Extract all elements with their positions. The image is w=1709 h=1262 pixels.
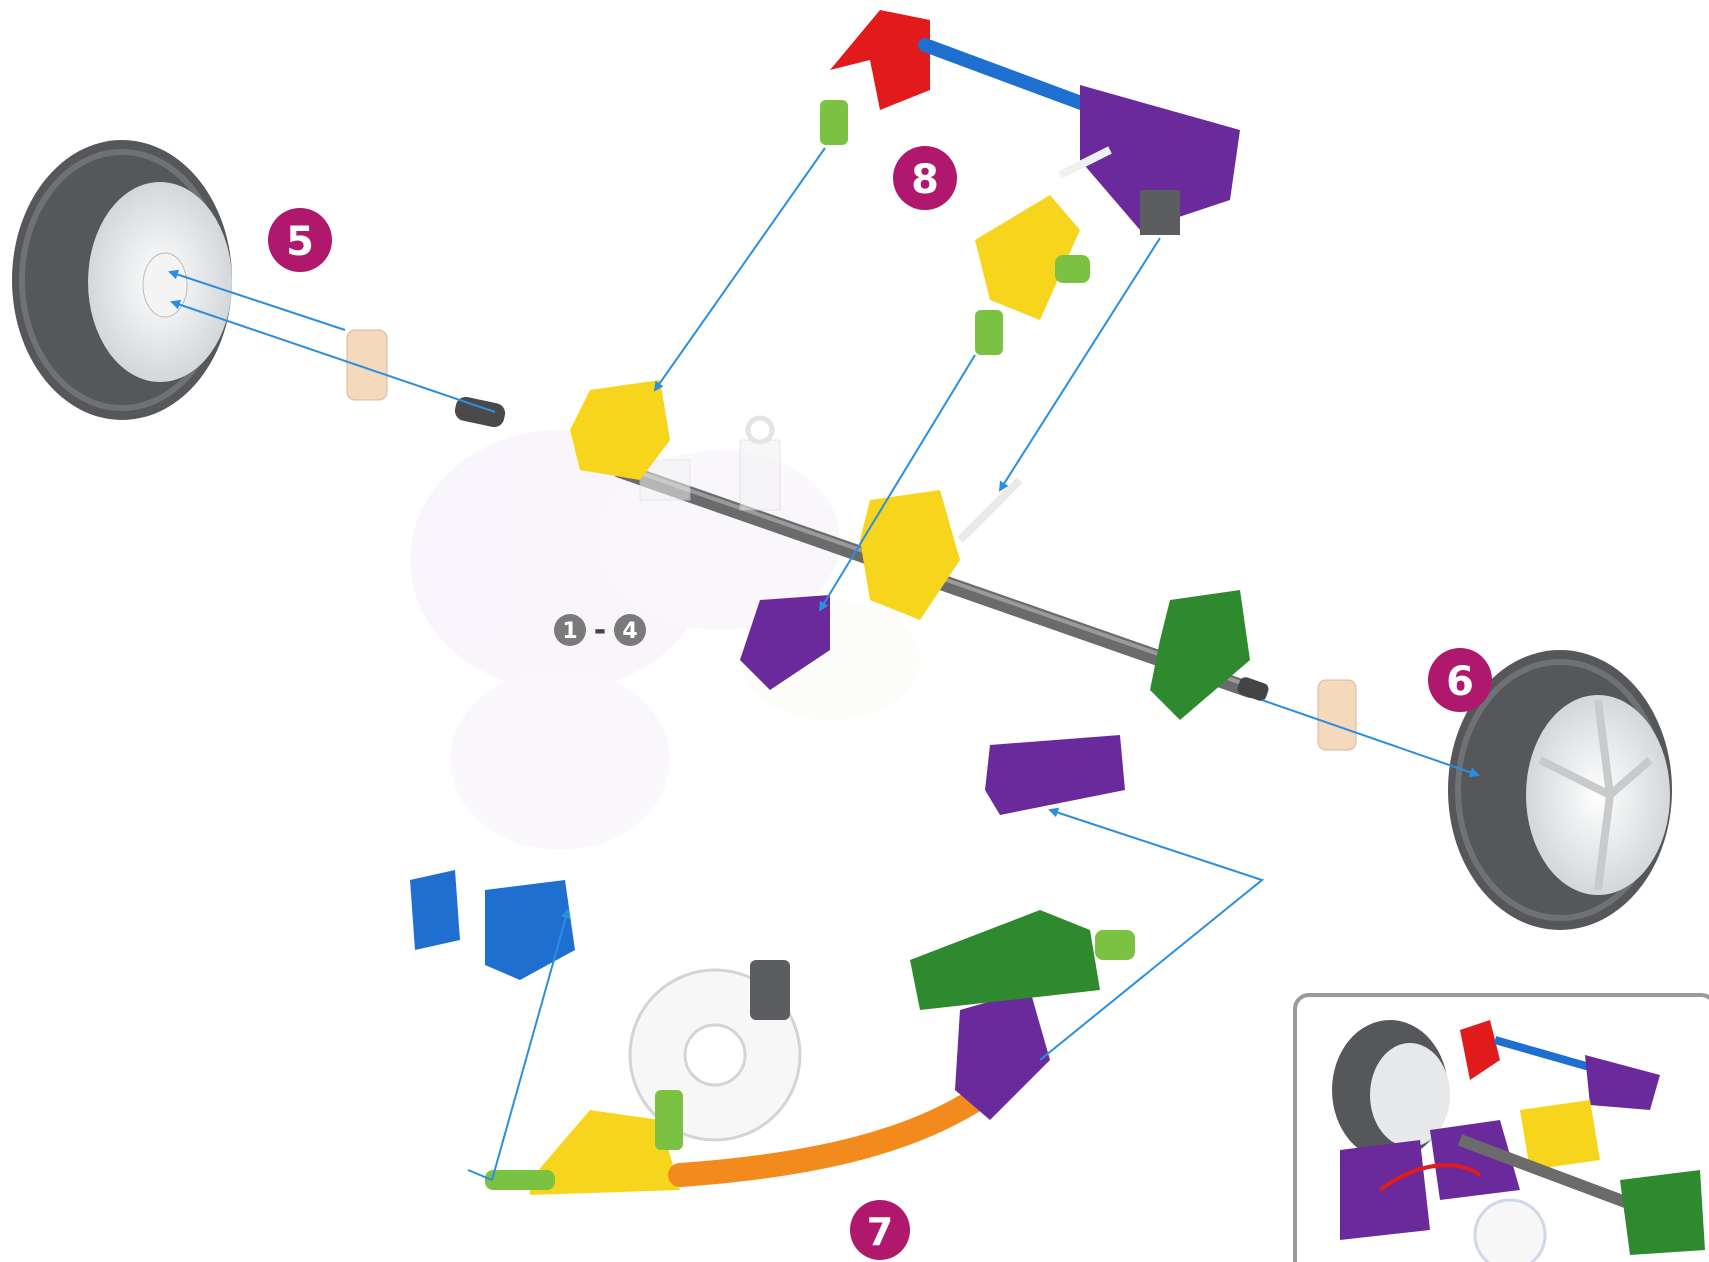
yellow-connector xyxy=(975,150,1110,355)
step-badge-5: 5 xyxy=(268,208,332,272)
svg-text:4: 4 xyxy=(622,619,637,644)
inset-preview-image xyxy=(1295,995,1709,1262)
svg-text:1: 1 xyxy=(562,619,577,644)
svg-text:7: 7 xyxy=(867,1210,893,1254)
lower-subassembly xyxy=(485,910,1135,1195)
step-badge-8: 8 xyxy=(893,146,957,210)
step-badge-7: 7 xyxy=(850,1200,910,1260)
step-badge-6: 6 xyxy=(1428,648,1492,712)
blue-connector xyxy=(410,870,575,980)
green-connector xyxy=(1150,590,1250,720)
wheel-icon xyxy=(12,140,232,420)
svg-text:6: 6 xyxy=(1446,659,1474,705)
previous-steps-reference: 1 - 4 xyxy=(554,613,646,648)
svg-text:-: - xyxy=(594,613,606,648)
svg-text:5: 5 xyxy=(286,219,314,265)
svg-text:8: 8 xyxy=(911,157,939,203)
top-frame xyxy=(820,10,1240,235)
